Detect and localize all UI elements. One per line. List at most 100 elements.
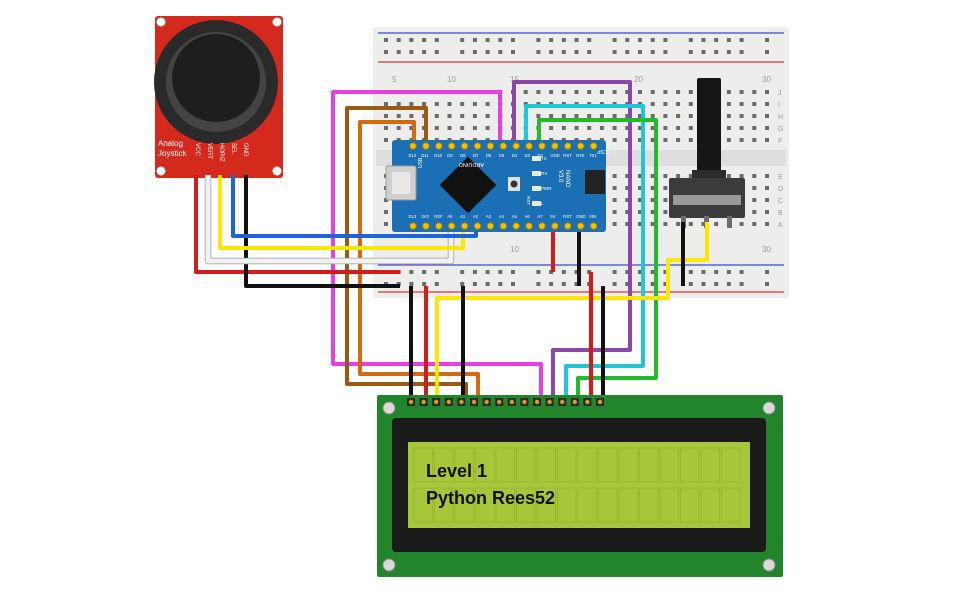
breadboard-hole xyxy=(625,138,630,142)
breadboard-hole xyxy=(625,174,630,178)
lcd-cell xyxy=(639,447,659,483)
breadboard-hole xyxy=(574,282,579,286)
breadboard-hole xyxy=(650,186,655,190)
arduino-pin xyxy=(499,142,508,150)
joystick-label: Analog xyxy=(158,139,183,148)
breadboard-hole xyxy=(752,114,757,118)
lcd-cell xyxy=(680,487,700,523)
lcd-character-cells xyxy=(413,447,741,523)
breadboard-hole xyxy=(676,222,681,226)
breadboard-hole xyxy=(663,114,668,118)
breadboard-hole xyxy=(676,138,681,142)
breadboard-hole xyxy=(650,114,655,118)
lcd-line-1: Level 1 xyxy=(426,461,487,481)
breadboard-hole xyxy=(726,38,731,42)
arduino-pin-label: D3 xyxy=(525,153,531,158)
lcd-cell xyxy=(516,447,536,483)
breadboard-hole xyxy=(726,138,731,142)
breadboard-hole xyxy=(765,198,769,202)
lcd-header-pad xyxy=(471,399,477,405)
potentiometer-nut xyxy=(692,170,726,180)
arduino-pin-label: D7 xyxy=(473,153,479,158)
mount-hole xyxy=(272,166,282,176)
breadboard-hole xyxy=(460,114,465,118)
row-letter: C xyxy=(778,198,783,205)
breadboard-hole xyxy=(384,138,388,142)
breadboard-hole xyxy=(765,222,769,226)
breadboard-hole xyxy=(561,282,566,286)
breadboard-hole xyxy=(688,90,693,94)
lcd-header-pins xyxy=(407,398,604,406)
breadboard-hole xyxy=(739,282,744,286)
breadboard-hole xyxy=(574,126,579,130)
led-indicator xyxy=(532,171,541,176)
breadboard-hole xyxy=(523,102,528,106)
breadboard-hole xyxy=(676,126,681,130)
lcd-line-2: Python Rees52 xyxy=(426,488,555,508)
arduino-pin-label: RST xyxy=(563,153,572,158)
lcd-cell xyxy=(618,487,638,523)
breadboard-hole xyxy=(574,90,579,94)
led-label: RX xyxy=(541,171,547,176)
breadboard-hole xyxy=(765,138,769,142)
potentiometer xyxy=(669,78,745,228)
arduino-pin xyxy=(538,222,546,230)
breadboard-hole xyxy=(638,222,642,226)
breadboard-hole xyxy=(396,114,401,118)
arduino-pin-label: A4 xyxy=(499,214,505,219)
breadboard-hole xyxy=(739,50,744,54)
lcd-cell xyxy=(454,447,474,483)
breadboard-hole xyxy=(536,38,541,42)
arduino-pin-label: D12 xyxy=(409,153,417,158)
breadboard-hole xyxy=(663,222,668,226)
breadboard-hole xyxy=(574,270,579,274)
breadboard-hole xyxy=(676,114,681,118)
arduino-pin xyxy=(409,222,417,230)
breadboard-hole xyxy=(587,90,592,94)
breadboard-hole xyxy=(561,126,566,130)
lcd-screen xyxy=(408,442,750,528)
row-letter: F xyxy=(778,138,782,145)
arduino-pin-label: A7 xyxy=(538,214,544,219)
arduino-pin xyxy=(486,222,495,230)
breadboard-hole xyxy=(384,198,388,202)
breadboard-hole xyxy=(765,90,769,94)
mount-hole xyxy=(156,17,166,27)
breadboard-hole xyxy=(422,50,427,54)
breadboard-hole xyxy=(726,270,731,274)
breadboard-hole xyxy=(663,102,668,106)
breadboard-hole xyxy=(396,126,401,130)
breadboard-hole xyxy=(726,90,731,94)
lcd-cell xyxy=(536,447,556,483)
breadboard-hole xyxy=(765,126,769,130)
breadboard-hole xyxy=(701,38,706,42)
breadboard-hole xyxy=(485,38,490,42)
breadboard-hole xyxy=(752,186,757,190)
breadboard-hole xyxy=(650,270,655,274)
breadboard-hole xyxy=(765,102,769,106)
breadboard-hole xyxy=(434,282,439,286)
breadboard-hole xyxy=(752,90,757,94)
breadboard-hole xyxy=(739,90,744,94)
breadboard-hole xyxy=(650,282,655,286)
row-letter: H xyxy=(778,114,783,121)
breadboard-hole xyxy=(384,222,388,226)
column-number: 15 xyxy=(510,75,519,84)
arduino-pin-label: D9 xyxy=(447,153,453,158)
arduino-pin xyxy=(460,142,469,150)
arduino-pin xyxy=(525,142,533,150)
breadboard-hole xyxy=(650,126,655,130)
breadboard-hole xyxy=(752,102,757,106)
breadboard-hole xyxy=(574,50,579,54)
breadboard-hole xyxy=(701,50,706,54)
breadboard-hole xyxy=(485,50,490,54)
rst-label: RST xyxy=(526,196,531,205)
arduino-pin-label: A3 xyxy=(486,214,492,219)
led-label: PWR xyxy=(541,186,552,191)
breadboard-hole xyxy=(638,50,642,54)
breadboard-hole xyxy=(650,174,655,178)
breadboard-hole xyxy=(460,282,465,286)
arduino-pin xyxy=(589,222,598,230)
breadboard-hole xyxy=(688,38,693,42)
breadboard-hole xyxy=(612,282,617,286)
